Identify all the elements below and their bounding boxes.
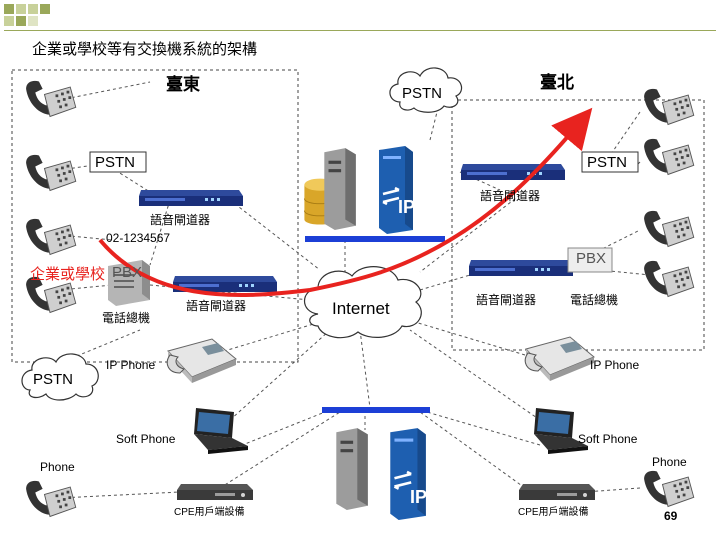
tower-server-top [324, 148, 356, 230]
corner-square-5 [4, 16, 14, 26]
ip-server-bottom-label: IP [410, 487, 428, 507]
laptop-left [194, 408, 248, 454]
taitung-label: 臺東 [166, 75, 200, 94]
phone-icon [25, 218, 77, 255]
corner-square-7 [28, 16, 38, 26]
pstn-bottom-left-cloud [21, 353, 99, 401]
cpe-device-left [177, 484, 253, 500]
soft-phone-left-label: Soft Phone [116, 432, 176, 446]
ip-server-top-label: IP [398, 197, 416, 217]
pstn-top-cloud [389, 67, 463, 113]
call-path-arrow [98, 107, 593, 297]
gateway-left [139, 190, 243, 206]
tower-server-bottom [336, 428, 368, 510]
gateway-left-label: 語音閘道器 [150, 213, 211, 227]
internet-label: Internet [332, 299, 390, 318]
ip-phone-left-label: IP Phone [106, 358, 156, 372]
pstn-left-box [89, 151, 147, 173]
phone-icon [643, 260, 695, 297]
phone-icon [643, 88, 695, 125]
corner-square-1 [4, 4, 14, 14]
network-bar-top [305, 236, 445, 242]
enterprise-label: 企業或學校 [30, 266, 106, 283]
phone-left-label: Phone [40, 460, 75, 474]
cpe-left-label: CPE用戶端設備 [174, 507, 245, 518]
pstn-bottom-left-label: PSTN [33, 371, 74, 388]
phone-right-label: Phone [652, 455, 687, 469]
taitung-boundary [11, 69, 299, 363]
network-bar-bottom [322, 407, 430, 413]
pbx-left-label: PBX [112, 264, 143, 281]
phone-icon [25, 480, 77, 517]
phone-icon [25, 80, 77, 117]
laptop-right [534, 408, 588, 454]
ip-server-top [377, 144, 415, 234]
phone-icon [643, 470, 695, 507]
page-number: 69 [664, 509, 678, 523]
corner-square-3 [28, 4, 38, 14]
gateway-right-top [461, 164, 565, 180]
phone-icon [643, 210, 695, 247]
pstn-right-label: PSTN [587, 154, 628, 171]
corner-square-2 [16, 4, 26, 14]
cpe-right-label: CPE用戶端設備 [518, 507, 589, 518]
gateway-center-label: 語音閘道器 [186, 299, 247, 313]
switchboard-left-label: 電話總機 [102, 311, 151, 325]
taipei-boundary [451, 99, 705, 351]
switchboard-right-label: 電話總機 [570, 293, 619, 307]
ip-phone-device-right [524, 336, 595, 382]
ip-phone-device-left [166, 338, 237, 384]
pstn-left-label: PSTN [95, 154, 136, 171]
pstn-right-box [581, 151, 639, 173]
gateway-right-mid-label: 語音閘道器 [476, 293, 537, 307]
gateway-right-top-label: 語音閘道器 [480, 189, 541, 203]
pbx-right-label: PBX [576, 250, 607, 267]
pstn-top-label: PSTN [402, 85, 443, 102]
phone-icon [643, 138, 695, 175]
corner-square-4 [40, 4, 50, 14]
pbx-right-frame [567, 247, 613, 273]
soft-phone-right-label: Soft Phone [578, 432, 638, 446]
ip-phone-right-label: IP Phone [590, 358, 640, 372]
gateway-right-mid [469, 260, 573, 276]
corner-square-6 [16, 16, 26, 26]
title-underline [4, 30, 716, 31]
phone-number-label: 02-1234567 [106, 231, 171, 245]
cpe-device-right [519, 484, 595, 500]
phone-icon [25, 154, 77, 191]
page-title: 企業或學校等有交換機系統的架構 [32, 41, 258, 58]
taipei-label: 臺北 [540, 73, 574, 92]
